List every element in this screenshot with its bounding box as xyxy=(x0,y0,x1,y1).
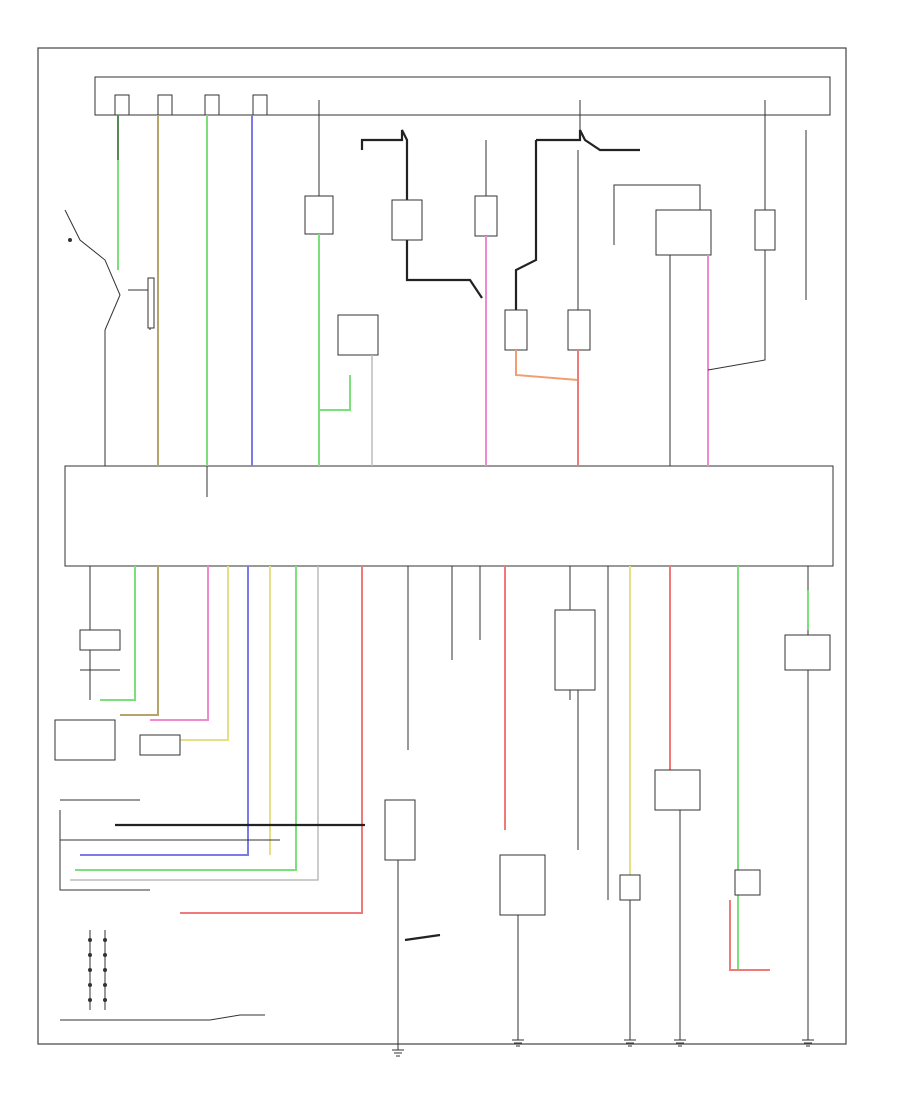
body-control-module xyxy=(64,465,834,567)
headlamp-switch xyxy=(59,734,181,891)
fuse-group xyxy=(114,94,268,116)
relay-6 xyxy=(567,309,591,351)
relay-lower-mid xyxy=(499,854,546,916)
relay-8 xyxy=(754,209,776,251)
fuse-box xyxy=(94,76,831,116)
fuse-lower-right xyxy=(619,874,641,901)
switch-right xyxy=(734,869,761,896)
relay-lower-center xyxy=(384,799,416,861)
relay-2 xyxy=(337,314,379,356)
diagram-frame xyxy=(37,47,847,1045)
lamp-assembly xyxy=(784,634,831,671)
lower-module-left xyxy=(54,719,116,761)
relay-3 xyxy=(391,199,423,241)
ground-symbols xyxy=(392,1039,814,1057)
relay-4 xyxy=(474,195,498,237)
power-feed xyxy=(360,129,483,299)
relay-lower-right xyxy=(554,609,596,691)
relay-7 xyxy=(655,209,712,256)
relay-5 xyxy=(504,309,528,351)
relay-box-right xyxy=(654,769,701,811)
relay-1 xyxy=(304,195,334,235)
switch-position-table xyxy=(60,930,160,1021)
lower-switch xyxy=(79,629,121,651)
